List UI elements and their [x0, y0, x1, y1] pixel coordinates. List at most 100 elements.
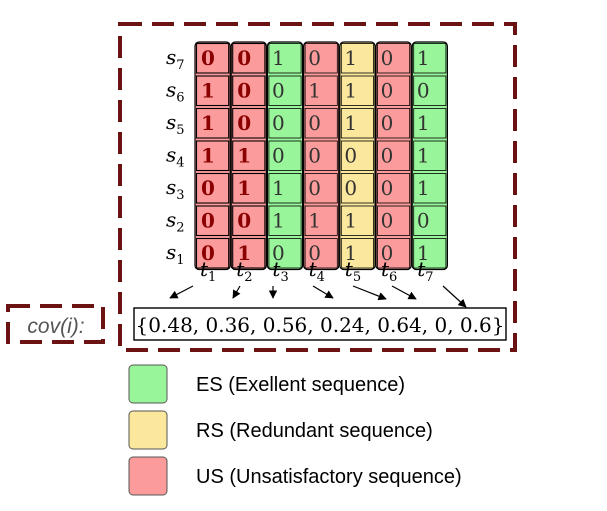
- cell-value: 0: [344, 144, 357, 168]
- cell-value: 0: [308, 241, 321, 265]
- cell-value: 0: [381, 46, 394, 70]
- cell-value: 0: [201, 209, 215, 233]
- cell-s4-t1: [195, 140, 230, 172]
- row-label-s4: s4: [166, 143, 185, 171]
- cell-s4-t3: [268, 140, 302, 171]
- arrow-t7: [442, 285, 467, 308]
- column-t2-strip: [230, 41, 267, 271]
- cell-s1-t3: [268, 238, 302, 269]
- cell-s1-t4: [304, 238, 338, 269]
- cell-s3-t2: [232, 172, 266, 204]
- cell-value: 0: [308, 46, 321, 70]
- cell-s7-t4: [304, 43, 338, 74]
- cell-value: 0: [308, 144, 321, 168]
- row-label-s3: s3: [166, 175, 185, 203]
- column-label-t2: t2: [236, 257, 252, 285]
- cell-value: 0: [272, 111, 285, 135]
- cell-value: 0: [381, 241, 394, 265]
- row-label-s2: s2: [166, 208, 185, 236]
- column-label-t4: t4: [309, 257, 325, 285]
- cell-s2-t3: [268, 205, 302, 236]
- legend-label-es: ES (Exellent sequence): [196, 374, 405, 396]
- cell-value: 0: [381, 111, 394, 135]
- cell-value: 0: [417, 209, 430, 233]
- cell-s4-t7: [413, 140, 447, 171]
- cell-value: 1: [344, 241, 357, 265]
- column-label-t7: t7: [417, 257, 433, 285]
- cell-s4-t6: [377, 140, 411, 171]
- cell-s6-t5: [340, 75, 374, 106]
- cell-value: 1: [201, 144, 215, 168]
- cell-s5-t7: [413, 108, 447, 139]
- cell-s5-t4: [304, 108, 338, 139]
- cell-s3-t3: [268, 173, 302, 204]
- cell-s3-t5: [340, 173, 374, 204]
- cell-value: 1: [417, 176, 430, 200]
- legend-label-us: US (Unsatisfactory sequence): [196, 466, 462, 488]
- cov-values: {0.48, 0.36, 0.56, 0.24, 0.64, 0, 0.6}: [136, 313, 505, 337]
- cell-s6-t3: [268, 75, 302, 106]
- cov-dashed-frame: [6, 304, 105, 344]
- cell-s6-t4: [304, 75, 338, 106]
- cell-s2-t4: [304, 205, 338, 236]
- cell-value: 1: [201, 111, 215, 135]
- cell-s3-t4: [304, 173, 338, 204]
- column-t7-strip: [411, 41, 449, 271]
- cell-s5-t3: [268, 108, 302, 139]
- cell-value: 0: [308, 176, 321, 200]
- arrow-t5: [352, 285, 387, 301]
- cell-value: 0: [201, 46, 215, 70]
- cell-s7-t2: [232, 42, 266, 74]
- arrow-t2: [232, 285, 241, 299]
- cell-s1-t7: [413, 238, 447, 269]
- row-label-s6: s6: [166, 78, 185, 106]
- cell-s3-t6: [377, 173, 411, 204]
- cell-value: 0: [272, 79, 285, 103]
- cell-value: 1: [308, 79, 321, 103]
- cell-value: 0: [201, 176, 215, 200]
- cell-value: 1: [344, 111, 357, 135]
- cell-s6-t6: [377, 75, 411, 106]
- cell-s6-t7: [413, 75, 447, 106]
- cell-value: 0: [381, 176, 394, 200]
- cell-s7-t6: [377, 43, 411, 74]
- column-t4-strip: [303, 41, 340, 271]
- cell-s7-t5: [340, 43, 374, 74]
- cell-s2-t2: [232, 205, 266, 237]
- matrix-dashed-frame: [118, 22, 517, 352]
- legend-label-rs: RS (Redundant sequence): [196, 420, 433, 442]
- cell-s2-t1: [195, 205, 230, 237]
- cell-value: 1: [272, 209, 285, 233]
- cell-s2-t7: [413, 205, 447, 236]
- column-label-t5: t5: [345, 257, 361, 285]
- cell-value: 0: [272, 144, 285, 168]
- legend: ES (Exellent sequence) RS (Redundant sequ…: [128, 364, 462, 496]
- cell-s2-t5: [340, 205, 374, 236]
- legend-swatch-es: [128, 364, 168, 404]
- cell-value: 1: [417, 241, 430, 265]
- cell-value: 1: [272, 46, 285, 70]
- cell-value: 1: [308, 209, 321, 233]
- row-label-s7: s7: [166, 45, 185, 73]
- cell-s1-t1: [195, 237, 230, 269]
- cell-value: 1: [272, 176, 285, 200]
- column-label-t1: t1: [200, 257, 216, 285]
- cell-value: 1: [237, 144, 251, 168]
- cell-s3-t1: [195, 172, 230, 204]
- cell-value: 1: [344, 79, 357, 103]
- cell-value: 1: [344, 209, 357, 233]
- cell-value: 1: [417, 144, 430, 168]
- cell-value: 0: [381, 209, 394, 233]
- cell-value: 0: [237, 111, 251, 135]
- sequence-matrix: 0111000000110110001100100010111001100000…: [194, 41, 449, 271]
- column-t1-strip: [194, 41, 231, 271]
- cell-s7-t3: [268, 43, 302, 74]
- cell-s2-t6: [377, 205, 411, 236]
- cell-value: 1: [344, 46, 357, 70]
- column-t5-strip: [339, 41, 376, 271]
- arrows: [169, 285, 467, 308]
- cell-value: 0: [237, 79, 251, 103]
- cell-value: 1: [417, 111, 430, 135]
